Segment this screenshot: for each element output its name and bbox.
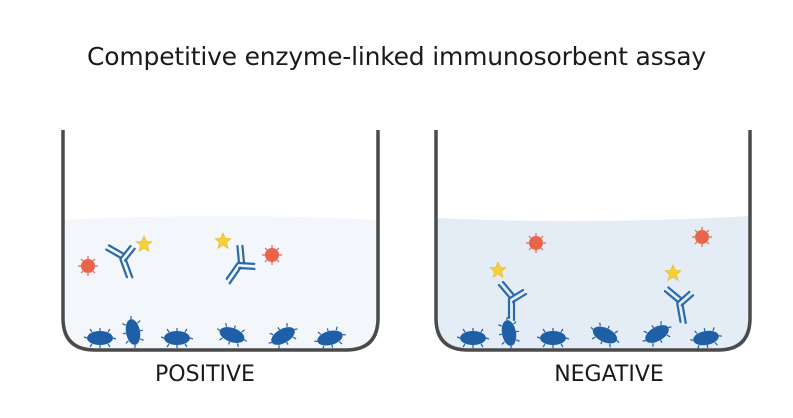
positive-well (61, 130, 380, 354)
competitor-circle-icon (525, 232, 547, 254)
diagram-title: Competitive enzyme-linked immunosorbent … (87, 42, 706, 71)
competitor-circle-icon (691, 226, 713, 248)
positive-well-outline (61, 130, 380, 352)
negative-label: NEGATIVE (554, 362, 664, 387)
positive-label: POSITIVE (155, 362, 255, 387)
competitor-circle-icon (77, 255, 99, 277)
competitor-circle-icon (261, 244, 283, 266)
negative-well (434, 130, 752, 352)
negative-well-outline (434, 130, 752, 352)
